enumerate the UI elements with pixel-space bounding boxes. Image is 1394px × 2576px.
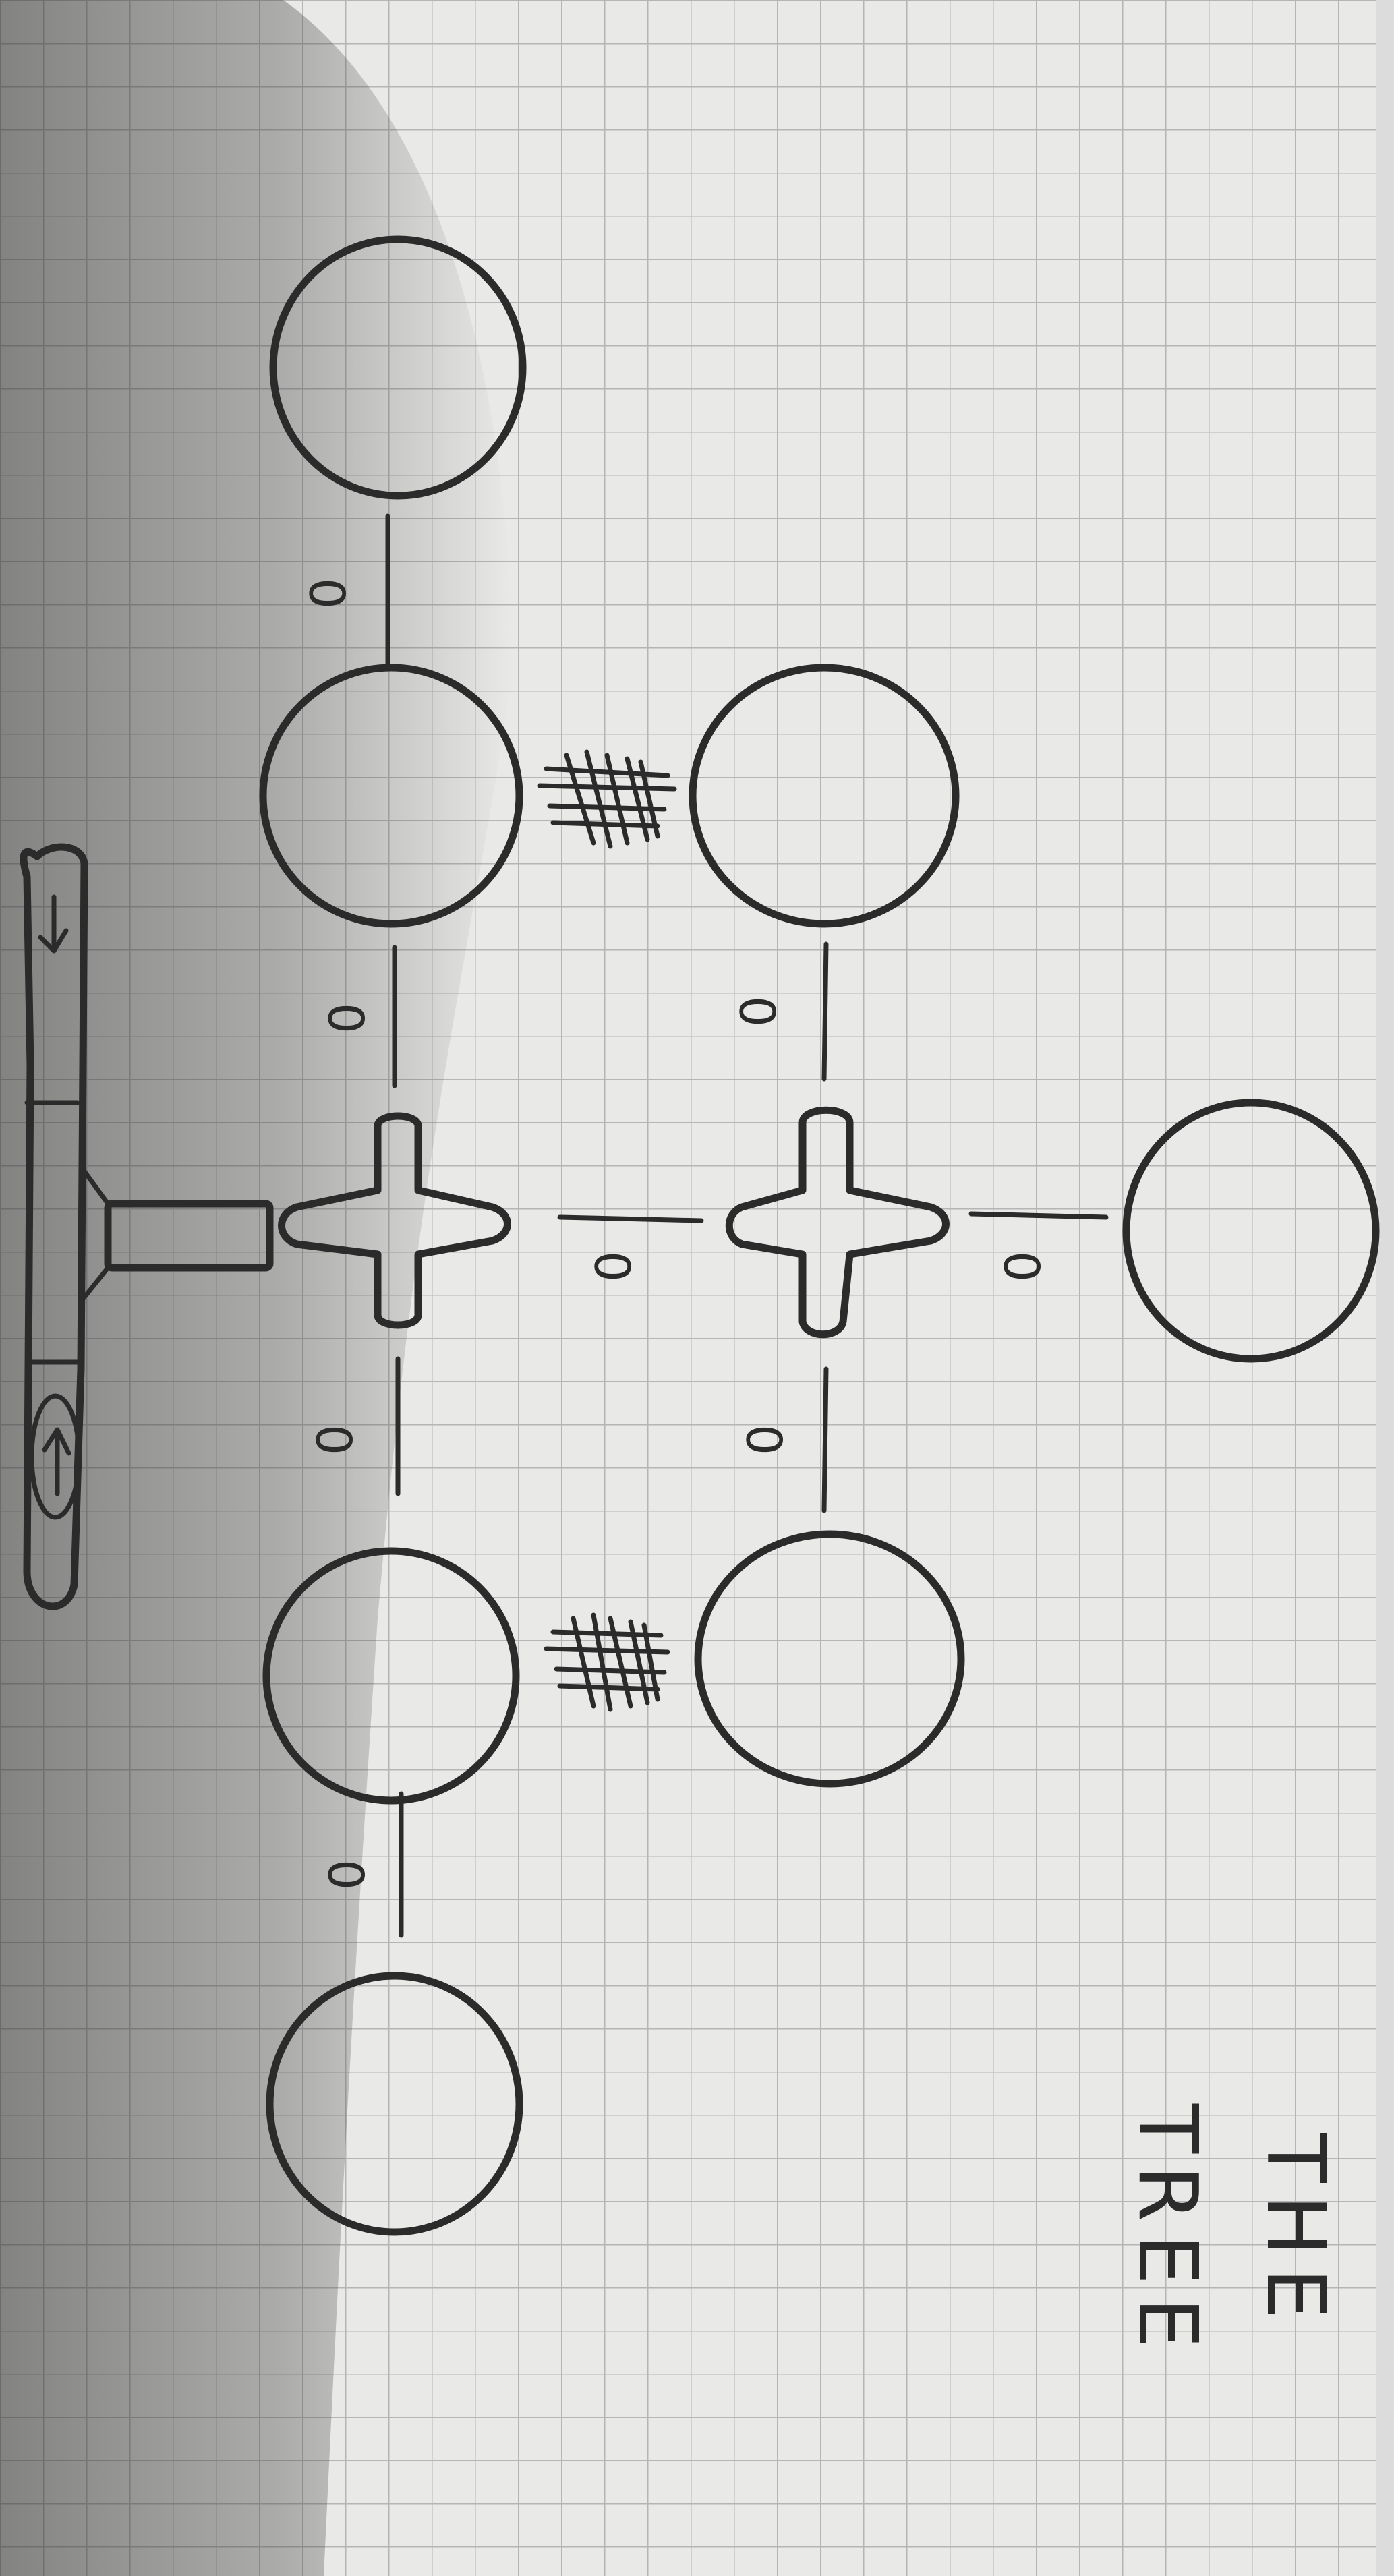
circle-node	[694, 1530, 965, 1788]
blocked-connector-scribble	[544, 1612, 670, 1712]
weight-label: 0	[737, 1424, 794, 1455]
zero-label: 0	[585, 1251, 642, 1282]
diagram-title: THE	[1248, 2132, 1342, 2331]
hand-shadow	[0, 0, 513, 2576]
arrow-down-icon	[38, 894, 69, 954]
weight-label: 0	[730, 996, 787, 1027]
connector-line	[821, 1366, 829, 1513]
cross-node	[725, 1106, 950, 1339]
weight-label: 0	[319, 1003, 376, 1034]
zero-label: 0	[319, 1003, 376, 1034]
zero-label: 0	[307, 1424, 364, 1455]
weight-label: 0	[585, 1251, 642, 1282]
zero-label: 0	[319, 1859, 376, 1890]
title-line-1: THE	[1248, 2132, 1342, 2331]
zero-label: 0	[730, 996, 787, 1027]
t-handle	[20, 843, 274, 1610]
circle-node	[262, 1547, 520, 1805]
arrow-up-icon	[29, 1393, 82, 1520]
connector-line	[968, 1211, 1109, 1220]
circle-node	[689, 664, 960, 928]
zero-label: 0	[995, 1251, 1051, 1282]
title-line-2: TREE	[1120, 2103, 1214, 2360]
weight-label: 0	[319, 1859, 376, 1890]
diagram-title: TREE	[1120, 2103, 1214, 2360]
circle-node	[269, 235, 527, 500]
weight-label: 0	[300, 578, 357, 609]
zero-label: 0	[300, 578, 357, 609]
connector-line	[821, 941, 829, 1082]
weight-label: 0	[995, 1251, 1051, 1282]
circle-node	[259, 664, 523, 928]
connector-line	[557, 1214, 704, 1223]
paper-edge	[1376, 0, 1394, 2576]
blocked-connector-scribble	[537, 749, 677, 849]
circle-node	[1122, 1099, 1380, 1363]
weight-label: 0	[307, 1424, 364, 1455]
circle-node	[266, 1972, 523, 2236]
cross-node	[278, 1112, 511, 1329]
zero-label: 0	[737, 1424, 794, 1455]
